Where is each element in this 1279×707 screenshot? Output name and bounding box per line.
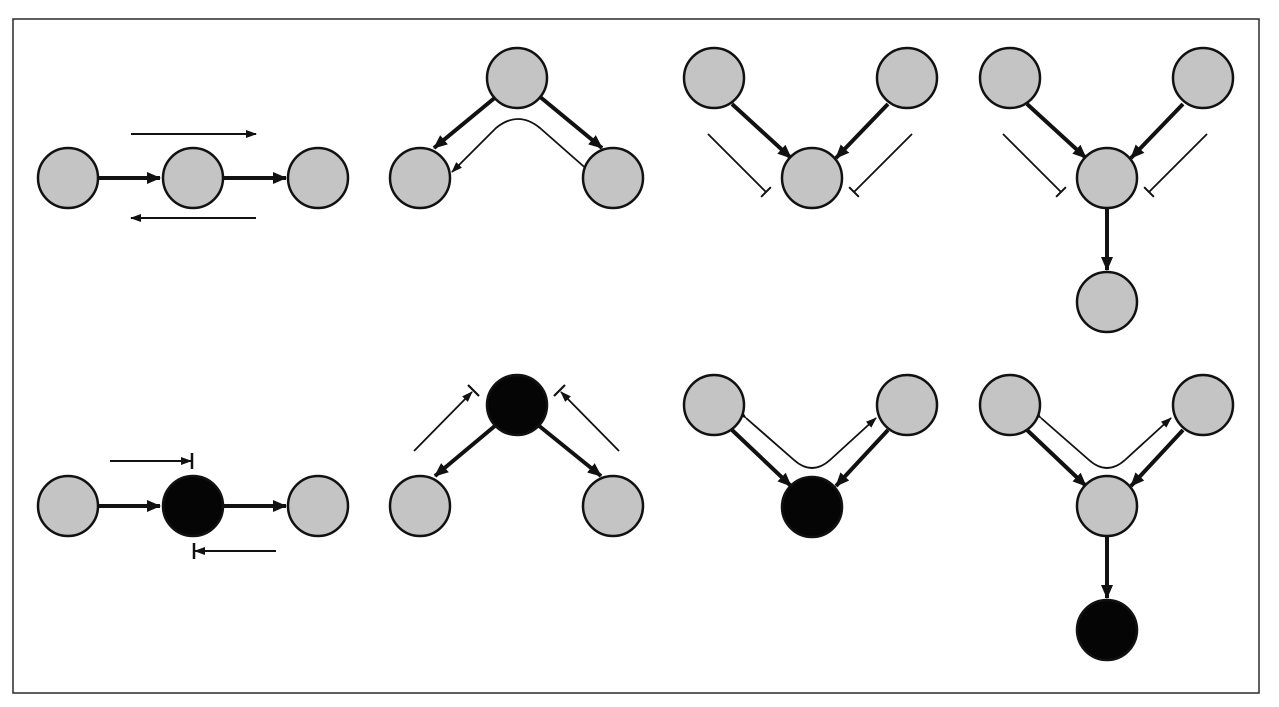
panel-collider-bottom <box>682 373 939 539</box>
flow-arrow <box>413 391 473 452</box>
node <box>1171 373 1235 437</box>
node <box>388 474 452 538</box>
node <box>1075 146 1139 210</box>
node <box>286 474 350 538</box>
flow-arrow <box>735 408 877 469</box>
edge <box>1025 428 1088 488</box>
panel-collider-descendant-bottom <box>978 373 1235 662</box>
node <box>286 146 350 210</box>
node <box>682 46 746 110</box>
node <box>978 46 1042 110</box>
node <box>161 146 225 210</box>
edge <box>537 94 604 150</box>
edge <box>1129 102 1185 160</box>
node <box>780 146 844 210</box>
flow-arrow-blocker <box>553 384 566 397</box>
edge <box>834 428 890 488</box>
edge <box>536 423 603 478</box>
edge <box>1129 428 1185 488</box>
node <box>388 146 452 210</box>
flow-arrow <box>848 133 913 198</box>
node <box>978 373 1042 437</box>
edge <box>834 102 890 160</box>
panel-chain-top <box>36 130 350 222</box>
node <box>1171 46 1235 110</box>
edge <box>730 102 793 160</box>
node-observed <box>485 373 549 437</box>
flow-arrow <box>560 391 620 452</box>
node-observed <box>161 474 225 538</box>
node <box>875 373 939 437</box>
node <box>581 146 645 210</box>
panel-fork-bottom <box>388 373 645 538</box>
flow-arrow <box>1002 133 1067 198</box>
flow-arrow <box>1030 408 1172 469</box>
flow-arrow <box>1143 133 1208 198</box>
edge <box>1025 102 1088 160</box>
panel-collider-descendant-top <box>978 46 1235 334</box>
panel-collider-top <box>682 46 939 210</box>
node <box>581 474 645 538</box>
node-observed <box>1075 598 1139 662</box>
flow-arrow <box>451 118 601 182</box>
flow-arrow-blocker <box>467 384 480 397</box>
node <box>1075 474 1139 538</box>
panel-chain-bottom <box>36 453 350 559</box>
node <box>36 146 100 210</box>
node <box>682 373 746 437</box>
node <box>485 46 549 110</box>
flow-arrow <box>707 133 772 198</box>
node <box>36 474 100 538</box>
edge <box>433 423 498 478</box>
edge <box>730 428 793 488</box>
panel-fork-top <box>388 46 645 210</box>
node-observed <box>780 475 844 539</box>
edge <box>432 94 499 150</box>
node <box>1075 270 1139 334</box>
frame <box>12 18 1260 694</box>
node <box>875 46 939 110</box>
